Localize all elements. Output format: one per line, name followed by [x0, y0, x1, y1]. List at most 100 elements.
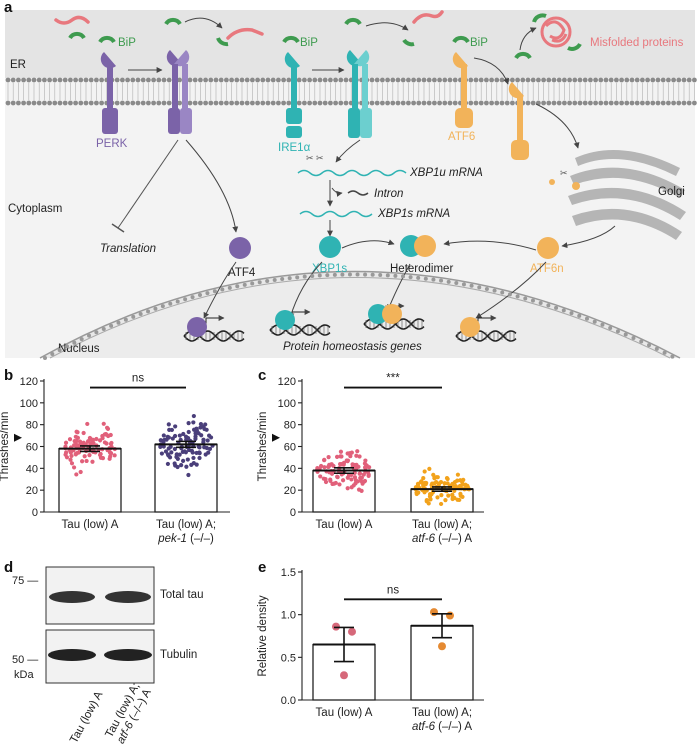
nuclear-pore — [370, 272, 375, 277]
data-point — [366, 472, 371, 477]
data-point — [163, 449, 169, 454]
nuclear-pore — [469, 283, 474, 288]
lipid-head — [400, 77, 406, 83]
lipid-head — [5, 77, 11, 83]
data-point — [85, 421, 90, 427]
nuclear-pore — [205, 291, 210, 296]
data-point — [357, 471, 362, 476]
data-point — [339, 454, 344, 459]
lipid-head — [608, 100, 614, 106]
lipid-head — [577, 77, 583, 83]
data-point — [424, 498, 429, 503]
lipid-head — [31, 77, 37, 83]
golgi-icon — [568, 150, 686, 240]
nuclear-pore — [355, 272, 360, 277]
xbp1u-label: XBP1u mRNA — [409, 167, 483, 179]
data-point — [363, 458, 368, 463]
nuclear-pore — [378, 273, 383, 278]
nuclear-pore — [272, 277, 277, 282]
category-genotype: (–/–) A — [435, 721, 472, 733]
lipid-head — [562, 77, 567, 83]
lipid-head — [270, 77, 276, 83]
nuclear-pore — [561, 308, 566, 313]
lipid-head — [276, 77, 281, 83]
category-label: Tau (low) A; — [156, 519, 216, 531]
lipid-head — [650, 77, 656, 83]
lipid-head — [151, 77, 157, 83]
lipid-head — [187, 77, 193, 83]
band-tubulin-lane2 — [104, 649, 152, 661]
nuclear-pore — [43, 356, 47, 360]
panel-d: d 75 — 50 — kDa Total tau Tubulin Tau (l… — [4, 559, 203, 746]
lipid-head — [541, 100, 546, 106]
lipid-head — [203, 77, 209, 83]
lipid-head — [447, 100, 453, 106]
mw-75: 75 — — [12, 575, 38, 587]
lipid-head — [224, 77, 229, 83]
lipid-head — [255, 77, 260, 83]
lipid-head — [130, 77, 136, 83]
lipid-head — [484, 77, 489, 83]
lipid-head — [629, 100, 635, 106]
lipid-head — [536, 77, 541, 83]
lipid-head — [286, 100, 292, 106]
lipid-head — [99, 100, 104, 106]
nuclear-pore — [662, 350, 667, 355]
data-point — [439, 501, 444, 507]
lipid-head — [296, 100, 302, 106]
lipid-head — [452, 77, 458, 83]
lipid-head — [276, 100, 281, 106]
data-point — [191, 427, 197, 432]
y-tick-label: 60 — [284, 442, 296, 454]
data-point — [87, 435, 93, 441]
data-point — [82, 454, 87, 459]
lipid-head — [343, 100, 349, 106]
data-point — [463, 482, 468, 487]
lipid-head — [36, 77, 42, 83]
data-point — [63, 444, 68, 449]
data-point — [77, 439, 83, 444]
lipid-head — [125, 77, 130, 83]
data-point — [174, 454, 179, 460]
category-label: Tau (low) A; — [412, 707, 472, 719]
data-point — [429, 492, 434, 497]
nuclear-pore — [347, 272, 352, 277]
lipid-head — [567, 77, 572, 83]
data-point — [326, 455, 331, 460]
nuclear-pore — [577, 313, 582, 318]
lipid-head — [177, 77, 183, 83]
data-point — [165, 434, 170, 439]
lipid-head — [192, 100, 198, 106]
lane-label-2: Tau (low) A; atf-6 (–/–) A — [103, 681, 153, 746]
data-point — [75, 435, 81, 440]
data-point — [179, 463, 184, 468]
lipid-head — [562, 100, 567, 106]
category-label: Tau (low) A — [62, 519, 119, 531]
data-point — [329, 471, 335, 476]
lipid-head — [369, 100, 375, 106]
lipid-head — [530, 77, 536, 83]
nuclear-pore — [423, 276, 428, 281]
lipid-head — [265, 77, 271, 83]
nuclear-pore — [515, 294, 520, 299]
atf6n-protein — [537, 237, 559, 259]
band-tubulin-lane1 — [48, 649, 96, 661]
nuclear-pore — [64, 344, 69, 349]
lipid-head — [395, 100, 401, 106]
lipid-head — [255, 100, 260, 106]
lipid-head — [499, 77, 505, 83]
data-point — [94, 436, 99, 442]
data-point — [184, 464, 189, 469]
nuclear-pore — [600, 322, 605, 327]
nuclear-pore — [160, 304, 165, 309]
data-point — [80, 459, 85, 464]
lipid-head — [603, 100, 609, 106]
lipid-head — [281, 77, 286, 83]
data-point — [450, 492, 455, 497]
data-point — [428, 497, 433, 502]
lipid-head — [218, 100, 224, 106]
svg-text:BiP: BiP — [118, 37, 136, 49]
lipid-head — [541, 77, 546, 83]
nuclear-pore — [153, 306, 158, 311]
